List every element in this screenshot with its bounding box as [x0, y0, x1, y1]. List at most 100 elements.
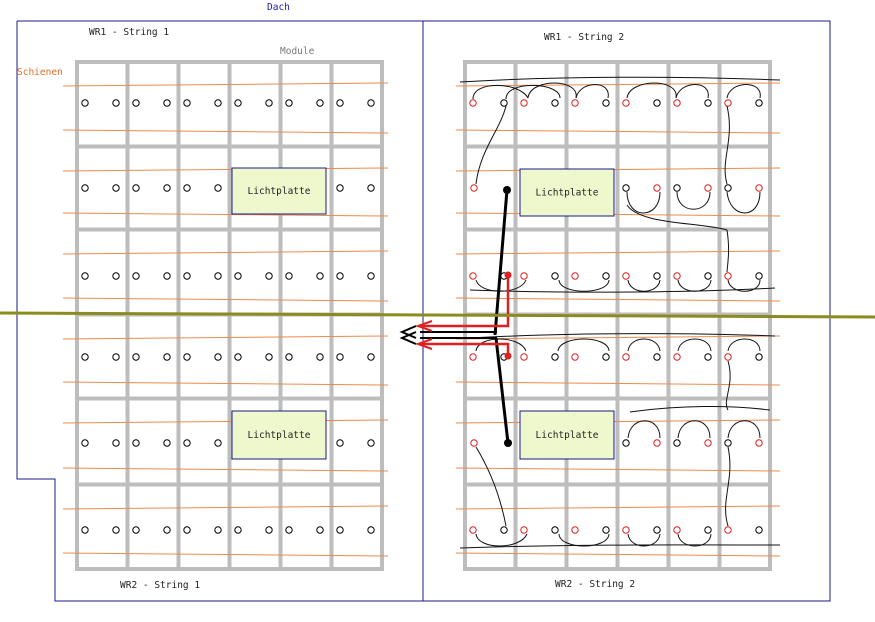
cable-loop: [575, 84, 609, 99]
left-connector-circle: [163, 99, 171, 107]
left-connector-circle: [367, 439, 375, 447]
cable-loop: [469, 333, 776, 339]
right-connector-circle: [520, 526, 528, 534]
left-rail: [62, 335, 389, 340]
left-skylight: [231, 410, 327, 460]
right-connector-circle: [653, 526, 661, 534]
cable-loop: [627, 533, 661, 547]
left-connector-circle: [183, 184, 191, 192]
right-connector-circle: [571, 272, 579, 280]
right-connector-circle: [500, 526, 508, 534]
arrow-left-icon: [399, 325, 417, 339]
left-connector-circle: [81, 526, 89, 534]
left-connector-circle: [265, 99, 273, 107]
ridge-line-stroke: [0, 311, 875, 319]
left-rail: [62, 297, 389, 302]
right-connector-circle: [602, 526, 610, 534]
cable-loop: [676, 191, 711, 210]
right-rail: [455, 167, 781, 172]
left-connector-circle: [132, 526, 140, 534]
string-label-wr1-string2: WR1 - String 2: [544, 32, 624, 43]
left-connector-circle: [234, 353, 242, 361]
cable-loop: [724, 105, 730, 185]
cable-loop: [727, 279, 761, 292]
cable-loop: [627, 420, 661, 439]
right-connector-circle: [571, 99, 579, 107]
left-connector-circle: [214, 526, 222, 534]
right-connector-circle: [571, 526, 579, 534]
right-connector-circle: [469, 99, 477, 107]
cable-loop: [558, 279, 610, 292]
left-connector-circle: [112, 439, 120, 447]
left-connector-circle: [214, 272, 222, 280]
rails-label: Schienen: [17, 67, 63, 78]
right-connector-circle: [724, 439, 732, 447]
left-connector-circle: [285, 526, 293, 534]
right-rail: [455, 381, 781, 386]
left-connector-circle: [132, 99, 140, 107]
right-connector-circle: [653, 353, 661, 361]
left-connector-circle: [163, 353, 171, 361]
left-connector-circle: [132, 353, 140, 361]
right-connector-circle: [551, 353, 559, 361]
left-connector-circle: [81, 99, 89, 107]
right-connector-circle: [673, 99, 681, 107]
left-rail: [62, 419, 389, 424]
left-connector-circle: [112, 99, 120, 107]
right-connector-circle: [704, 526, 712, 534]
left-connector-circle: [163, 272, 171, 280]
left-connector-circle: [265, 526, 273, 534]
left-connector-circle: [336, 439, 344, 447]
left-connector-circle: [285, 272, 293, 280]
right-connector-circle: [704, 184, 712, 192]
right-connector-circle: [551, 526, 559, 534]
left-connector-circle: [163, 184, 171, 192]
right-skylight: [519, 410, 615, 460]
cable-loop: [475, 338, 527, 352]
left-connector-circle: [234, 526, 242, 534]
left-connector-circle: [367, 526, 375, 534]
left-connector-circle: [81, 439, 89, 447]
arrow-left-icon: [399, 331, 417, 345]
cable-loop: [472, 84, 529, 100]
right-connector-circle: [673, 272, 681, 280]
right-connector-circle: [520, 99, 528, 107]
string-label-wr2-string2: WR2 - String 2: [555, 579, 635, 590]
cable-loop: [726, 84, 761, 99]
right-connector-circle: [470, 439, 478, 447]
cable-loop: [475, 105, 507, 185]
cable-loop: [677, 420, 711, 439]
connector-black-filled: [503, 186, 511, 194]
right-connector-circle: [704, 99, 712, 107]
left-connector-circle: [163, 526, 171, 534]
left-connector-circle: [183, 439, 191, 447]
left-connector-circle: [336, 99, 344, 107]
left-connector-circle: [163, 439, 171, 447]
right-connector-circle: [469, 526, 477, 534]
right-connector-circle: [602, 353, 610, 361]
right-connector-circle: [755, 99, 763, 107]
right-connector-circle: [653, 272, 661, 280]
left-rail: [62, 467, 389, 472]
left-connector-circle: [265, 272, 273, 280]
left-connector-circle: [214, 439, 222, 447]
roof-boundary: [16, 20, 831, 602]
left-connector-circle: [367, 99, 375, 107]
right-rail: [455, 250, 781, 255]
right-connector-circle: [755, 526, 763, 534]
right-connector-circle: [571, 353, 579, 361]
left-connector-circle: [265, 353, 273, 361]
left-rail: [62, 167, 389, 172]
left-connector-circle: [367, 184, 375, 192]
arrow-left-icon: [415, 338, 433, 350]
cable-loop: [725, 360, 731, 411]
left-rail: [62, 212, 389, 217]
connector-red-filled: [504, 271, 512, 279]
right-connector-circle: [602, 99, 610, 107]
right-skylight-label: Lichtplatte: [536, 430, 599, 441]
arrow-left-icon: [415, 320, 433, 332]
cable-loop: [557, 338, 610, 352]
right-connector-circle: [653, 184, 661, 192]
right-connector-circle: [724, 99, 732, 107]
left-connector-circle: [316, 272, 324, 280]
